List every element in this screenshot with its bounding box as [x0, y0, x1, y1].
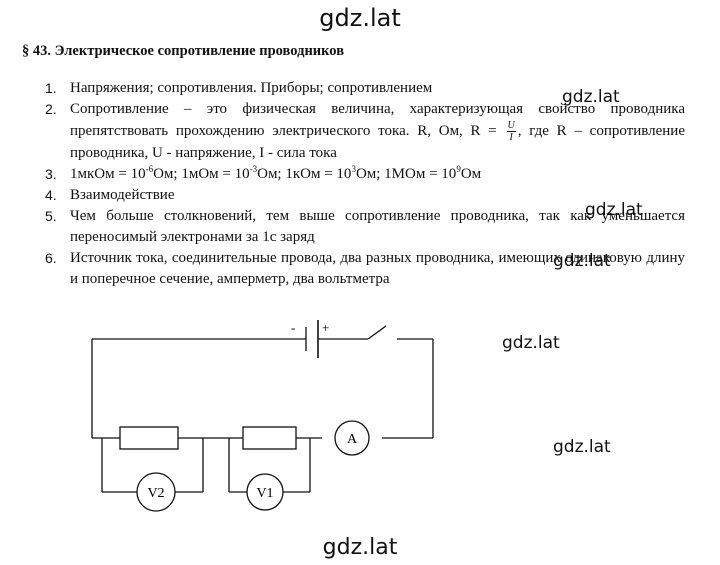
- fraction-numerator: U: [506, 120, 516, 132]
- item-number: 1.: [45, 80, 57, 96]
- item-text: Чем больше столкновений, тем выше сопрот…: [70, 208, 685, 245]
- ammeter: [334, 420, 370, 456]
- ammeter-label: A: [347, 432, 358, 447]
- watermark-side: gdz.lat: [553, 251, 611, 271]
- answer-list: 1. Напряжения; сопротивления. Приборы; с…: [40, 78, 685, 290]
- voltmeter-1: [246, 473, 284, 511]
- list-item: 3. 1мкОм = 10-6Ом; 1мОм = 10-3Ом; 1кОм =…: [40, 164, 685, 185]
- item-number: 3.: [45, 166, 57, 182]
- list-item: 5. Чем больше столкновений, тем выше соп…: [40, 206, 685, 248]
- watermark-bottom: gdz.lat: [322, 535, 398, 560]
- item-number: 4.: [45, 187, 57, 203]
- voltmeter-2-label: V2: [147, 486, 164, 501]
- resistor-2: [242, 426, 297, 450]
- battery-minus-label: -: [291, 320, 295, 335]
- watermark-side: gdz.lat: [553, 437, 611, 457]
- voltmeter-1-label: V1: [256, 486, 273, 501]
- watermark-side: gdz.lat: [502, 333, 560, 353]
- fraction-denominator: I: [509, 132, 513, 143]
- voltmeter-2: [136, 472, 176, 512]
- item-number: 2.: [45, 101, 57, 117]
- item-text: Взаимодействие: [70, 187, 175, 203]
- watermark-side: gdz.lat: [585, 200, 643, 220]
- item-text-continued: , где R – сопротивление проводника, U - …: [70, 122, 685, 161]
- item-text: Источник тока, соединительные провода, д…: [70, 250, 685, 287]
- circuit-diagram: - + A V2 V1: [91, 320, 434, 512]
- item-text: Сопротивление – это физическая величина,…: [70, 101, 685, 139]
- list-item: 6. Источник тока, соединительные провода…: [40, 248, 685, 290]
- watermark-side: gdz.lat: [562, 87, 620, 107]
- list-item: 1. Напряжения; сопротивления. Приборы; с…: [40, 78, 685, 99]
- item-text: Напряжения; сопротивления. Приборы; сопр…: [70, 80, 433, 96]
- section-heading: § 43. Электрическое сопротивление провод…: [22, 43, 345, 59]
- item-number: 5.: [45, 208, 57, 224]
- item-number: 6.: [45, 250, 57, 266]
- battery-plus-label: +: [322, 320, 329, 335]
- unit-conversions: 1мкОм = 10-6Ом; 1мОм = 10-3Ом; 1кОм = 10…: [70, 164, 482, 183]
- watermark-top: gdz.lat: [319, 4, 401, 32]
- list-item: 4. Взаимодействие: [40, 185, 685, 206]
- list-item: 2. Сопротивление – это физическая величи…: [40, 99, 685, 164]
- resistor-1: [119, 426, 179, 450]
